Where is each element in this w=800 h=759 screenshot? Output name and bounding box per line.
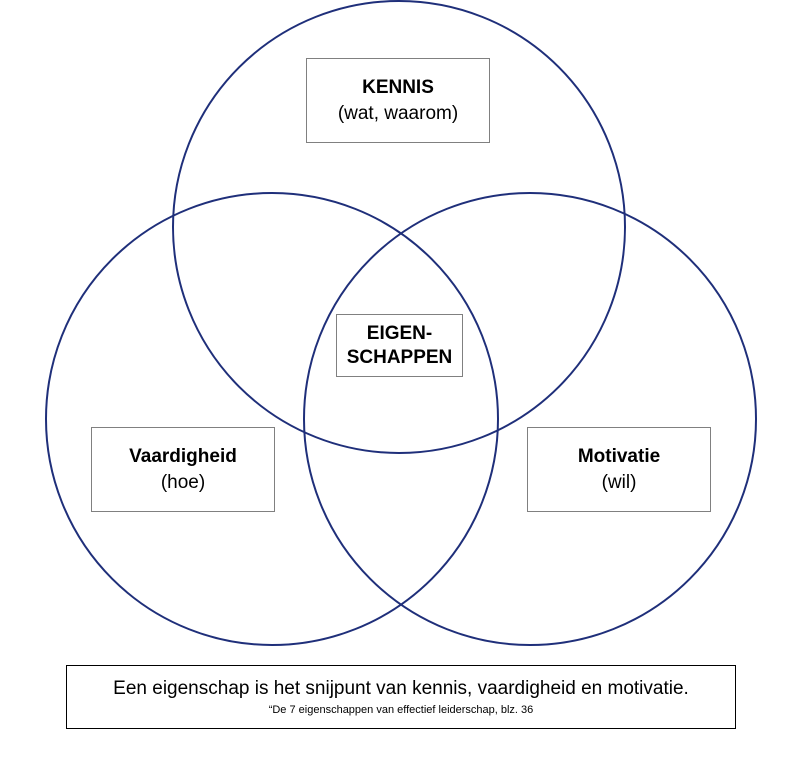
circle-vaardigheid	[45, 192, 499, 646]
caption-box: Een eigenschap is het snijpunt van kenni…	[66, 665, 736, 729]
motivatie-subtitle: (wil)	[601, 471, 637, 493]
caption-main-text: Een eigenschap is het snijpunt van kenni…	[113, 677, 689, 699]
eigenschappen-label-box: EIGEN- SCHAPPEN	[336, 314, 463, 377]
caption-source-text: “De 7 eigenschappen van effectief leider…	[268, 703, 534, 716]
motivatie-label-box: Motivatie (wil)	[527, 427, 711, 512]
vaardigheid-label-box: Vaardigheid (hoe)	[91, 427, 275, 512]
vaardigheid-title: Vaardigheid	[129, 445, 237, 467]
circle-motivatie	[303, 192, 757, 646]
kennis-subtitle: (wat, waarom)	[337, 102, 459, 124]
motivatie-title: Motivatie	[577, 445, 661, 467]
eigenschappen-line1: EIGEN-	[366, 322, 433, 344]
kennis-title: KENNIS	[362, 76, 434, 98]
eigenschappen-line2: SCHAPPEN	[346, 346, 453, 368]
vaardigheid-subtitle: (hoe)	[160, 471, 206, 493]
circle-kennis	[172, 0, 626, 454]
kennis-label-box: KENNIS (wat, waarom)	[306, 58, 490, 143]
